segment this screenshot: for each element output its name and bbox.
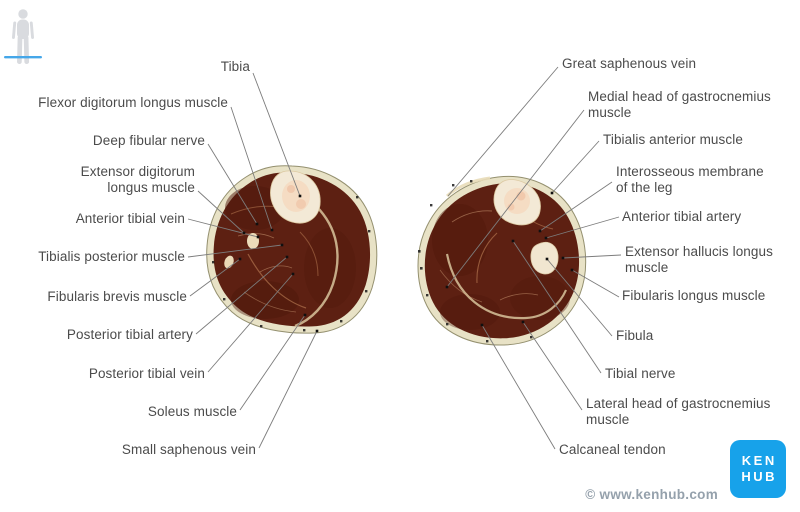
fibula-bone bbox=[530, 241, 559, 275]
label-tibialis-anterior: Tibialis anterior muscle bbox=[603, 132, 743, 147]
label-calcaneal-tendon: Calcaneal tendon bbox=[559, 442, 666, 457]
cross-section-right bbox=[417, 175, 587, 346]
speckles bbox=[212, 196, 371, 332]
cross-section-left bbox=[206, 165, 378, 334]
label-tibialis-posterior: Tibialis posterior muscle bbox=[38, 249, 185, 264]
label-posterior-tibial-vein: Posterior tibial vein bbox=[88, 366, 205, 381]
label-flexor-digitorum-longus: Flexor digitorum longus muscle bbox=[38, 95, 228, 110]
copyright-text: © www.kenhub.com bbox=[585, 487, 718, 502]
tibia-bone bbox=[270, 170, 321, 224]
label-fibula: Fibula bbox=[616, 328, 654, 343]
label-posterior-tibial-artery: Posterior tibial artery bbox=[66, 327, 193, 342]
label-small-saphenous-vein: Small saphenous vein bbox=[121, 442, 256, 457]
label-deep-fibular-nerve: Deep fibular nerve bbox=[92, 133, 205, 148]
label-soleus: Soleus muscle bbox=[147, 404, 237, 419]
tibia-bone bbox=[493, 179, 541, 226]
label-tibia: Tibia bbox=[220, 59, 250, 74]
kenhub-logo-line1: KEN bbox=[741, 453, 777, 468]
label-tibial-nerve: Tibial nerve bbox=[605, 366, 676, 381]
label-great-saphenous-vein: Great saphenous vein bbox=[562, 56, 697, 71]
label-fibularis-brevis: Fibularis brevis muscle bbox=[47, 289, 187, 304]
label-medial-head-gastrocnemius: Medial head of gastrocnemius muscle bbox=[588, 89, 771, 120]
label-lateral-head-gastrocnemius: Lateral head of gastrocnemius muscle bbox=[586, 396, 771, 427]
label-extensor-digitorum-longus: Extensor digitorum longus muscle bbox=[80, 164, 195, 195]
orientation-figure-icon bbox=[4, 9, 42, 64]
leader-dots bbox=[238, 191, 574, 333]
label-interosseous-membrane: Interosseous membrane of the leg bbox=[616, 164, 764, 195]
kenhub-logo-line2: HUB bbox=[741, 469, 778, 484]
label-anterior-tibial-artery: Anterior tibial artery bbox=[622, 209, 742, 224]
section-level-line bbox=[4, 56, 42, 59]
label-anterior-tibial-vein: Anterior tibial vein bbox=[75, 211, 185, 226]
speckles bbox=[418, 180, 533, 343]
muscle-shading bbox=[432, 204, 570, 330]
label-fibularis-longus: Fibularis longus muscle bbox=[622, 288, 766, 303]
kenhub-logo: KEN HUB bbox=[730, 440, 786, 498]
label-extensor-hallucis-longus: Extensor hallucis longus muscle bbox=[625, 244, 773, 275]
leader-lines bbox=[187, 66, 622, 450]
